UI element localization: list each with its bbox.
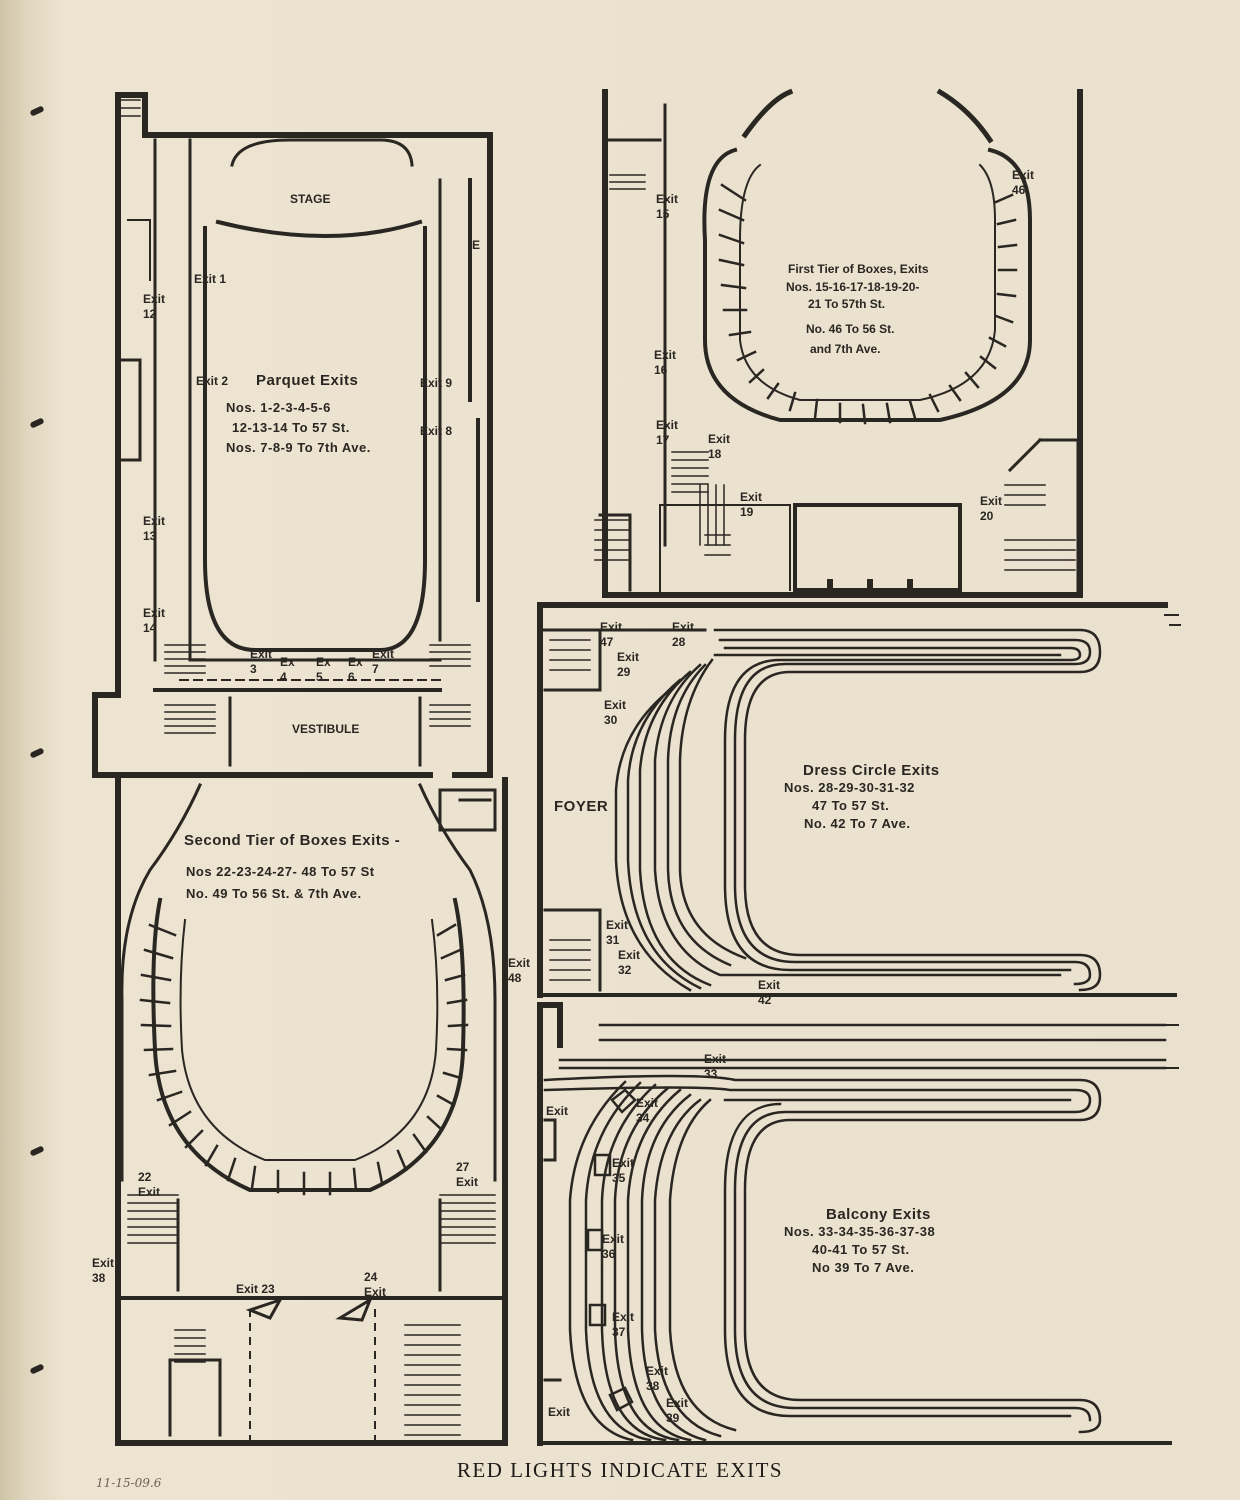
exit-42: Exit 42 [758, 978, 781, 1007]
second-tier-line-2: No. 49 To 56 St. & 7th Ave. [186, 886, 362, 901]
balcony-line-1: Nos. 33-34-35-36-37-38 [784, 1224, 936, 1239]
exit-17: Exit 17 [656, 418, 679, 447]
exit-29: Exit 29 [617, 650, 640, 679]
e-mark: E [472, 238, 481, 252]
parquet-line-3: Nos. 7-8-9 To 7th Ave. [226, 440, 371, 455]
exit-12: Exit 12 [143, 292, 166, 321]
second-tier-title: Second Tier of Boxes Exits - [184, 832, 401, 849]
exit-unnumbered-bottom: Exit [548, 1405, 571, 1419]
exit-38-left: Exit 38 [92, 1256, 115, 1285]
first-tier-line-4: and 7th Ave. [810, 342, 881, 356]
exit-36: Exit 36 [602, 1232, 625, 1261]
balcony-plan [537, 1002, 1179, 1446]
first-tier-title: First Tier of Boxes, Exits [788, 262, 929, 276]
exit-20: Exit 20 [980, 494, 1003, 523]
exit-9: Exit 9 [420, 376, 453, 390]
exit-23: Exit 23 [236, 1282, 275, 1296]
exit-15: Exit 15 [656, 192, 679, 221]
parquet-line-2: 12-13-14 To 57 St. [232, 420, 350, 435]
dress-circle-line-1: Nos. 28-29-30-31-32 [784, 780, 915, 795]
second-tier-plan [115, 777, 508, 1446]
exit-24: 24 Exit [364, 1270, 387, 1299]
exit-unnumbered-top: Exit [546, 1104, 569, 1118]
parquet-plan [92, 92, 493, 778]
exit-7: Exit 7 [372, 647, 395, 676]
first-tier-plan [594, 88, 1083, 598]
first-tier-line-1: Nos. 15-16-17-18-19-20- [786, 280, 920, 294]
exit-16: Exit 16 [654, 348, 677, 377]
exit-37: Exit 37 [612, 1310, 635, 1339]
exit-8: Exit 8 [420, 424, 453, 438]
dress-circle-line-3: No. 42 To 7 Ave. [804, 816, 911, 831]
binding-gutter [0, 0, 62, 1500]
vestibule-label: VESTIBULE [292, 722, 360, 736]
exit-48: Exit 48 [508, 956, 531, 985]
foyer-label: FOYER [554, 798, 609, 815]
exit-4: Ex 4 [280, 655, 295, 684]
exit-35: Exit 35 [612, 1156, 635, 1185]
first-tier-line-3: No. 46 To 56 St. [806, 322, 895, 336]
exit-39: Exit 39 [666, 1396, 689, 1425]
stage-label: STAGE [290, 192, 331, 206]
parquet-title: Parquet Exits [256, 372, 359, 389]
dress-circle-line-2: 47 To 57 St. [812, 798, 890, 813]
balcony-line-2: 40-41 To 57 St. [812, 1242, 910, 1257]
penciled-note: 11-15-09.6 [96, 1476, 162, 1490]
footer-caption: RED LIGHTS INDICATE EXITS [456, 1458, 784, 1482]
exit-18: Exit 18 [708, 432, 731, 461]
exit-32: Exit 32 [618, 948, 641, 977]
exit-1: Exit 1 [194, 272, 227, 286]
exit-34: Exit 34 [636, 1096, 659, 1125]
exit-13: Exit 13 [143, 514, 166, 543]
dress-circle-title: Dress Circle Exits [803, 762, 940, 779]
exit-2: Exit 2 [196, 374, 229, 388]
exit-14: Exit 14 [143, 606, 166, 635]
exit-3: Exit 3 [250, 647, 273, 676]
dress-circle-plan [537, 602, 1181, 998]
exit-33: Exit 33 [704, 1052, 727, 1081]
exit-30: Exit 30 [604, 698, 627, 727]
exit-31: Exit 31 [606, 918, 629, 947]
balcony-title: Balcony Exits [826, 1206, 931, 1223]
exit-5: Ex 5 [316, 655, 331, 684]
exit-6: Ex 6 [348, 655, 363, 684]
exit-46: Exit 46 [1012, 168, 1035, 197]
balcony-line-3: No 39 To 7 Ave. [812, 1260, 915, 1275]
exit-22: 22 Exit [138, 1170, 161, 1199]
exit-27: 27 Exit [456, 1160, 479, 1189]
exit-28: Exit 28 [672, 620, 695, 649]
exit-38: Exit 38 [646, 1364, 669, 1393]
second-tier-line-1: Nos 22-23-24-27- 48 To 57 St [186, 864, 375, 879]
exit-47: Exit 47 [600, 620, 623, 649]
first-tier-line-2: 21 To 57th St. [808, 297, 886, 311]
exit-19: Exit 19 [740, 490, 763, 519]
parquet-line-1: Nos. 1-2-3-4-5-6 [226, 400, 331, 415]
